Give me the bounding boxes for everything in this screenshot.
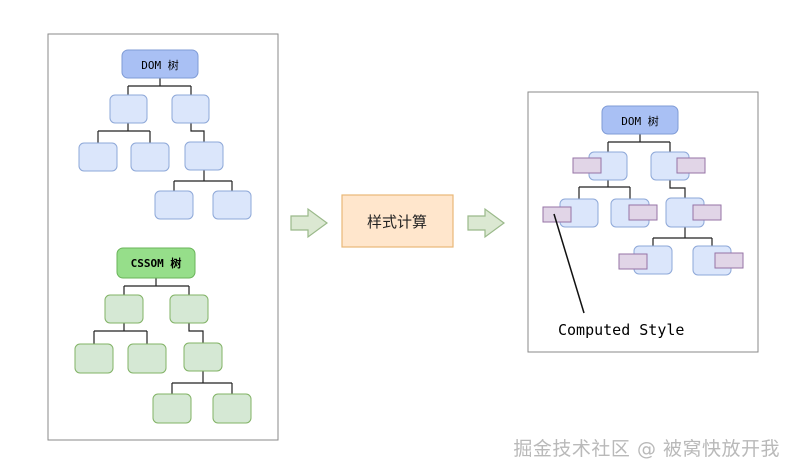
computed-style-badge — [714, 252, 744, 269]
dom-node — [171, 94, 210, 124]
cssom-node — [212, 393, 252, 424]
computed-style-badge — [692, 204, 722, 221]
style-computation-label: 样式计算 — [367, 213, 427, 231]
cssom-node — [183, 342, 223, 372]
dom-node — [184, 141, 224, 171]
input-trees-panel — [47, 33, 279, 441]
computed-style-annotation: Computed Style — [558, 321, 684, 339]
computed-style-badge — [628, 204, 658, 221]
cssom-node — [74, 343, 114, 374]
dom-node — [78, 142, 118, 172]
dom-node — [154, 190, 194, 220]
cssom-node — [127, 343, 167, 374]
cssom-node — [104, 294, 144, 324]
annotation-pointer-line — [553, 213, 585, 314]
dom-tree-connectors — [97, 78, 233, 191]
result-dom-root-node — [601, 105, 679, 135]
dom-tree-label: DOM 树 — [141, 58, 179, 72]
dom-node — [109, 94, 148, 124]
arrow-right-icon — [290, 207, 329, 239]
cssom-root-node — [116, 247, 196, 279]
cssom-tree-connectors — [93, 278, 233, 394]
dom-root-node — [121, 49, 199, 79]
computed-style-badge — [618, 253, 648, 270]
cssom-node — [152, 393, 192, 424]
result-dom-tree-label: DOM 树 — [621, 114, 659, 128]
dom-node — [212, 190, 252, 220]
watermark-text: 掘金技术社区 @ 被窝快放开我 — [513, 438, 780, 460]
computed-style-badge — [676, 157, 706, 174]
style-computation-box — [341, 194, 454, 248]
result-tree-connectors — [578, 134, 713, 246]
computed-style-badge — [542, 206, 572, 223]
cssom-node — [169, 294, 209, 324]
cssom-tree: CSSOM 树 — [74, 247, 252, 424]
cssom-tree-label: CSSOM 树 — [131, 256, 182, 270]
dom-tree: DOM 树 — [78, 49, 252, 220]
result-tree: DOM 树 — [542, 105, 744, 276]
arrow-right-icon — [467, 207, 506, 239]
dom-node — [130, 142, 170, 172]
computed-style-badge — [572, 157, 602, 174]
